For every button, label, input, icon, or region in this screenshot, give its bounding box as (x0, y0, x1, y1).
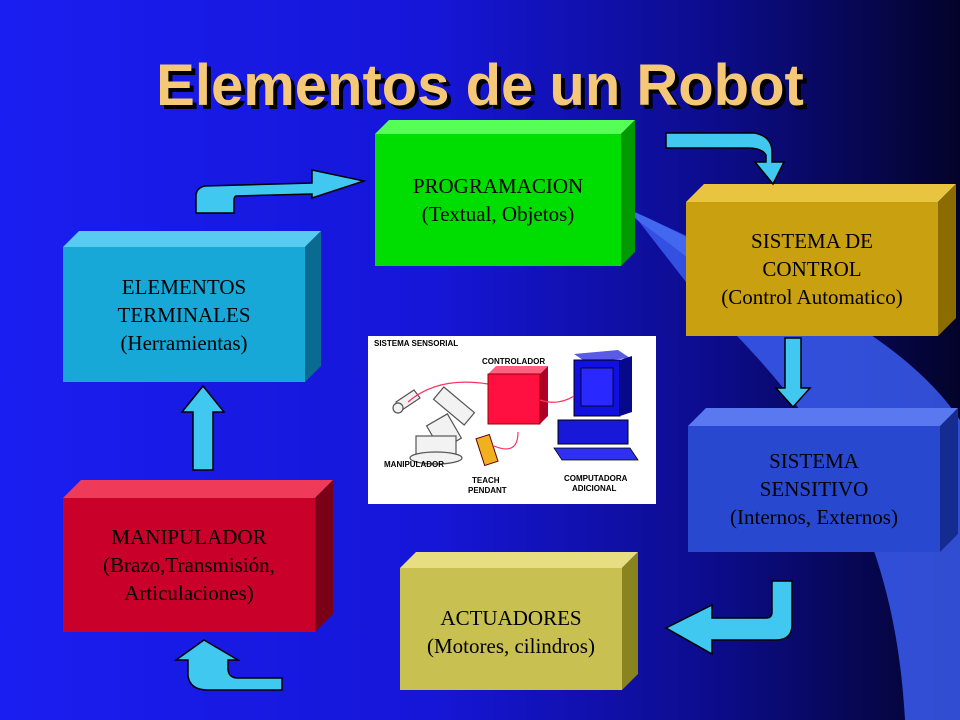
arrow-control-to-sensitivo (774, 337, 812, 409)
box-actuadores-title: ACTUADORES (440, 606, 582, 630)
box-sensitivo-line1: SISTEMA (769, 449, 859, 473)
box-programacion: PROGRAMACION (Textual, Objetos) (375, 120, 635, 266)
page-title: Elementos de un Robot (156, 53, 804, 118)
box-manipulador-line2: (Brazo,Transmisión, (103, 553, 275, 577)
label-manipulador: MANIPULADOR (384, 460, 444, 469)
box-control-line3: (Control Automatico) (721, 285, 903, 309)
arrow-actuadores-to-manipulador (173, 639, 283, 691)
arrow-terminales-to-programacion (195, 169, 367, 214)
box-sensitivo-line3: (Internos, Externos) (730, 505, 898, 529)
arrow-manipulador-to-terminales (180, 384, 226, 471)
label-controlador: CONTROLADOR (482, 357, 546, 366)
box-control-line1: SISTEMA DE (751, 229, 873, 253)
box-manipulador-line3: Articulaciones) (124, 581, 254, 605)
box-sensitivo-line2: SENSITIVO (759, 477, 869, 501)
label-computadora: COMPUTADORA (564, 474, 628, 483)
box-elementos-terminales: ELEMENTOS TERMINALES (Herramientas) (63, 231, 321, 382)
box-actuadores-subtitle: (Motores, cilindros) (427, 634, 595, 658)
arrow-programacion-to-control (665, 132, 786, 186)
box-terminales-line1: ELEMENTOS (121, 274, 247, 299)
label-pendant: PENDANT (468, 486, 507, 495)
label-adicional: ADICIONAL (572, 484, 617, 493)
box-terminales-line3: (Herramientas) (120, 330, 248, 355)
box-control-line2: CONTROL (762, 257, 862, 281)
label-sistema-sensorial: SISTEMA SENSORIAL (374, 339, 459, 348)
box-actuadores: ACTUADORES (Motores, cilindros) (400, 552, 638, 690)
box-programacion-subtitle: (Textual, Objetos) (421, 202, 575, 226)
arrow-sensitivo-to-actuadores (664, 580, 793, 656)
box-sistema-sensitivo: SISTEMA SENSITIVO (Internos, Externos) (688, 408, 958, 552)
robot-system-illustration: SISTEMA SENSORIAL CONTROLADOR MANIPULADO… (368, 336, 656, 504)
box-terminales-line2: TERMINALES (117, 302, 251, 327)
box-manipulador: MANIPULADOR (Brazo,Transmisión, Articula… (63, 480, 333, 632)
box-programacion-title: PROGRAMACION (412, 174, 584, 198)
box-sistema-control: SISTEMA DE CONTROL (Control Automatico) (686, 184, 956, 336)
label-teach: TEACH (472, 476, 500, 485)
box-manipulador-line1: MANIPULADOR (111, 525, 267, 549)
